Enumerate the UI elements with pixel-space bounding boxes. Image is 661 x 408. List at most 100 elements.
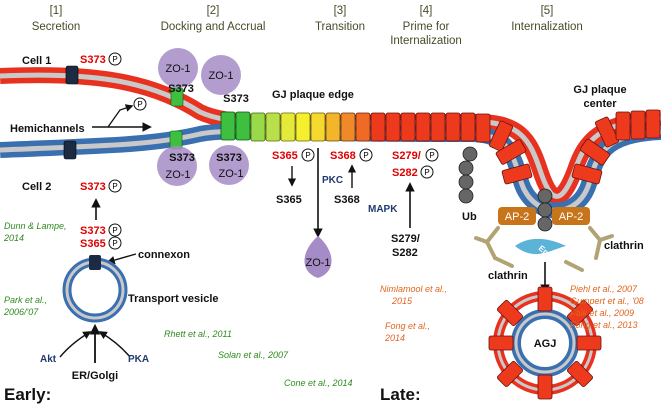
agj-inner-core [514,312,576,374]
s373-phospho-vesicle: S373 [80,225,106,237]
cell-1-label: Cell 1 [22,55,51,67]
eps15-shape [515,238,566,255]
stage-headers: [1] Secretion [2] Docking and Accrual [3… [32,5,583,47]
stage-4-number: [4] [420,5,433,17]
stage-4-annotations: S279/ P S282 P MAPK S279/ S282 [368,148,439,259]
stage-1-label: Secretion [32,21,81,33]
cell-2-label: Cell 2 [22,181,51,193]
clathrin-left [474,226,514,268]
zo1-droplet-label: ZO-1 [305,257,330,269]
stage-3-annotations: GJ plaque edge S365 P S365 ZO-1 S368 P P… [272,89,373,278]
s373-label: S373 [223,93,249,105]
stage-1-number: [1] [50,5,63,17]
connexon-label: connexon [138,249,190,261]
stage-5-label: Internalization [511,21,583,33]
hemichannel-cell2 [63,140,77,160]
s373-label: S373 [169,152,195,164]
stage-2-label: Docking and Accrual [161,21,266,33]
late-label: Late: [380,385,421,404]
er-golgi-label: ER/Golgi [72,370,118,382]
channel-yellow [280,112,341,142]
stage-3-label: Transition [315,21,365,33]
clathrin-label-right: clathrin [604,240,644,252]
vesicle-connexon [89,255,101,270]
s373-label: S373 [168,83,194,95]
akt-arrow [59,331,92,358]
channel-red [370,109,661,185]
phospho-icon [133,97,147,111]
s279-282-label-1: S279/ [391,233,420,245]
phospho-icon [425,148,439,162]
clathrin-label-left: clathrin [488,270,528,282]
s368-plain-label: S368 [334,194,360,206]
mapk-label: MAPK [368,204,398,215]
s279-282-label-2: S282 [392,247,418,259]
ap2-right [552,207,590,225]
ap2-left-label: AP-2 [505,211,529,223]
zo1-circle [209,145,249,185]
pka-label: PKA [128,354,149,365]
phospho-p: P [424,168,429,177]
s373-phospho-cell2: S373 [80,181,106,193]
ap2-left [498,207,536,225]
ref-nimlamool-2: 2015 [391,296,413,306]
stage-4-label: Prime for [403,21,450,33]
phospho-icon [420,165,434,179]
stage-5-number: [5] [541,5,554,17]
connexon-arrow [106,253,137,265]
hemichannel-cell1 [65,65,79,85]
s368-phospho: S368 [330,150,356,162]
s373-label: S373 [216,152,242,164]
agj-channels [488,286,602,400]
phospho-p: P [305,151,310,160]
clathrin-right [564,226,614,272]
early-label: Early: [4,385,51,404]
transport-vesicle-core [65,260,125,320]
phospho-p: P [112,226,117,235]
ref-fong-1: Fong et al., [385,321,430,331]
ref-park-2: 2006/'07 [3,307,39,317]
zo1-droplet [304,236,332,278]
channel-green [220,111,281,142]
ref-dunn-1: Dunn & Lampe, [4,221,67,231]
phospho-p: P [112,182,117,191]
zo1-cluster: ZO-1 ZO-1 ZO-1 ZO-1 S373 S373 S373 S373 [157,48,249,186]
stage-4-label-line2: Internalization [390,35,462,47]
phospho-branch-arrow [107,104,134,128]
phospho-icon [301,148,315,162]
phospho-icon [108,236,122,250]
stage-5-annotations: GJ plaque center Ub AP-2 AP-2 Eps15 [380,84,644,404]
ref-dunn-2: 2014 [3,233,24,243]
phospho-icon [359,148,373,162]
ap2-right-label: AP-2 [559,211,583,223]
transport-vesicle-label: Transport vesicle [128,293,219,305]
ref-park-1: Park et al., [4,295,47,305]
stage-3-number: [3] [334,5,347,17]
ub-label: Ub [462,211,477,223]
zo1-label: ZO-1 [165,63,190,75]
zo1-label: ZO-1 [165,169,190,181]
phospho-p: P [429,151,434,160]
phospho-p: P [112,239,117,248]
ref-nimlamool-1: Nimlamool et al., [380,284,447,294]
ubiquitin-chain [458,146,553,232]
gj-plaque-edge-label: GJ plaque edge [272,89,354,101]
hemichannels-label: Hemichannels [10,123,85,135]
channel-orange [340,112,371,142]
green-connexon-cell1 [170,87,184,107]
s365-phospho: S365 [272,150,298,162]
stage-2-number: [2] [207,5,220,17]
ref-solan: Solan et al., 2007 [218,350,289,360]
s279-phospho: S279/ [392,150,421,162]
zo1-circle [158,48,198,88]
stage-1-annotations: S373 P Hemichannels P S373 P Dunn & Lamp… [3,52,219,404]
ref-fong-2: 2014 [384,333,405,343]
gj-plaque-channels [220,109,661,185]
s282-phospho: S282 [392,167,418,179]
phospho-icon [108,52,122,66]
gj-center-label-2: center [583,98,617,110]
ref-fong-2013: Fong et al., 2013 [570,320,638,330]
s373-phospho-top: S373 [80,54,106,66]
zo1-circle [201,55,241,95]
